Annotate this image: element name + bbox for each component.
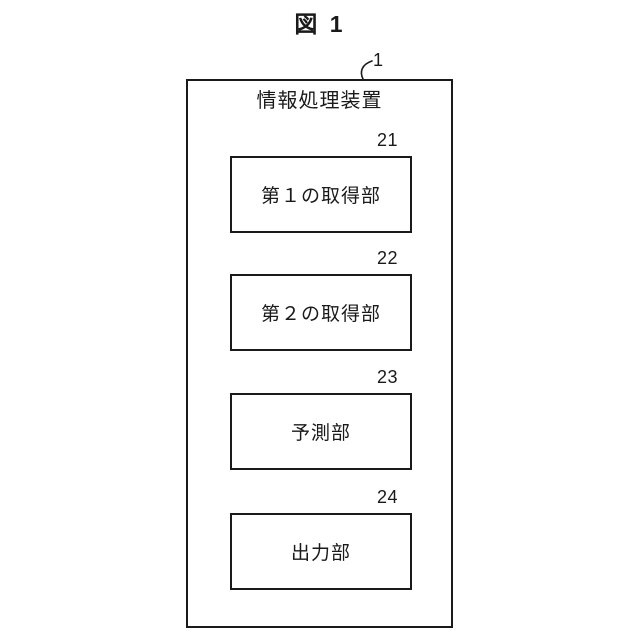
figure-title: 図 1 <box>294 11 346 37</box>
block-label-second-acquisition: 第２の取得部 <box>260 304 381 325</box>
ref-number-prediction: 23 <box>377 367 399 387</box>
device-box: 情報処理装置 第１の取得部 第２の取得部 予測部 出力部 <box>186 79 453 628</box>
ref-number-first-acquisition: 21 <box>377 130 399 150</box>
ref-number-device: 1 <box>373 50 384 70</box>
ref-number-output: 24 <box>377 487 399 507</box>
block-label-first-acquisition: 第１の取得部 <box>260 186 381 207</box>
block-second-acquisition-unit: 第２の取得部 <box>230 274 412 351</box>
leader-line-ref-1 <box>360 60 373 80</box>
block-output-unit: 出力部 <box>230 513 412 590</box>
block-label-prediction: 予測部 <box>290 423 351 444</box>
block-first-acquisition-unit: 第１の取得部 <box>230 156 412 233</box>
block-prediction-unit: 予測部 <box>230 393 412 470</box>
block-label-output: 出力部 <box>290 543 351 564</box>
ref-number-second-acquisition: 22 <box>377 248 399 268</box>
device-label: 情報処理装置 <box>256 90 383 112</box>
